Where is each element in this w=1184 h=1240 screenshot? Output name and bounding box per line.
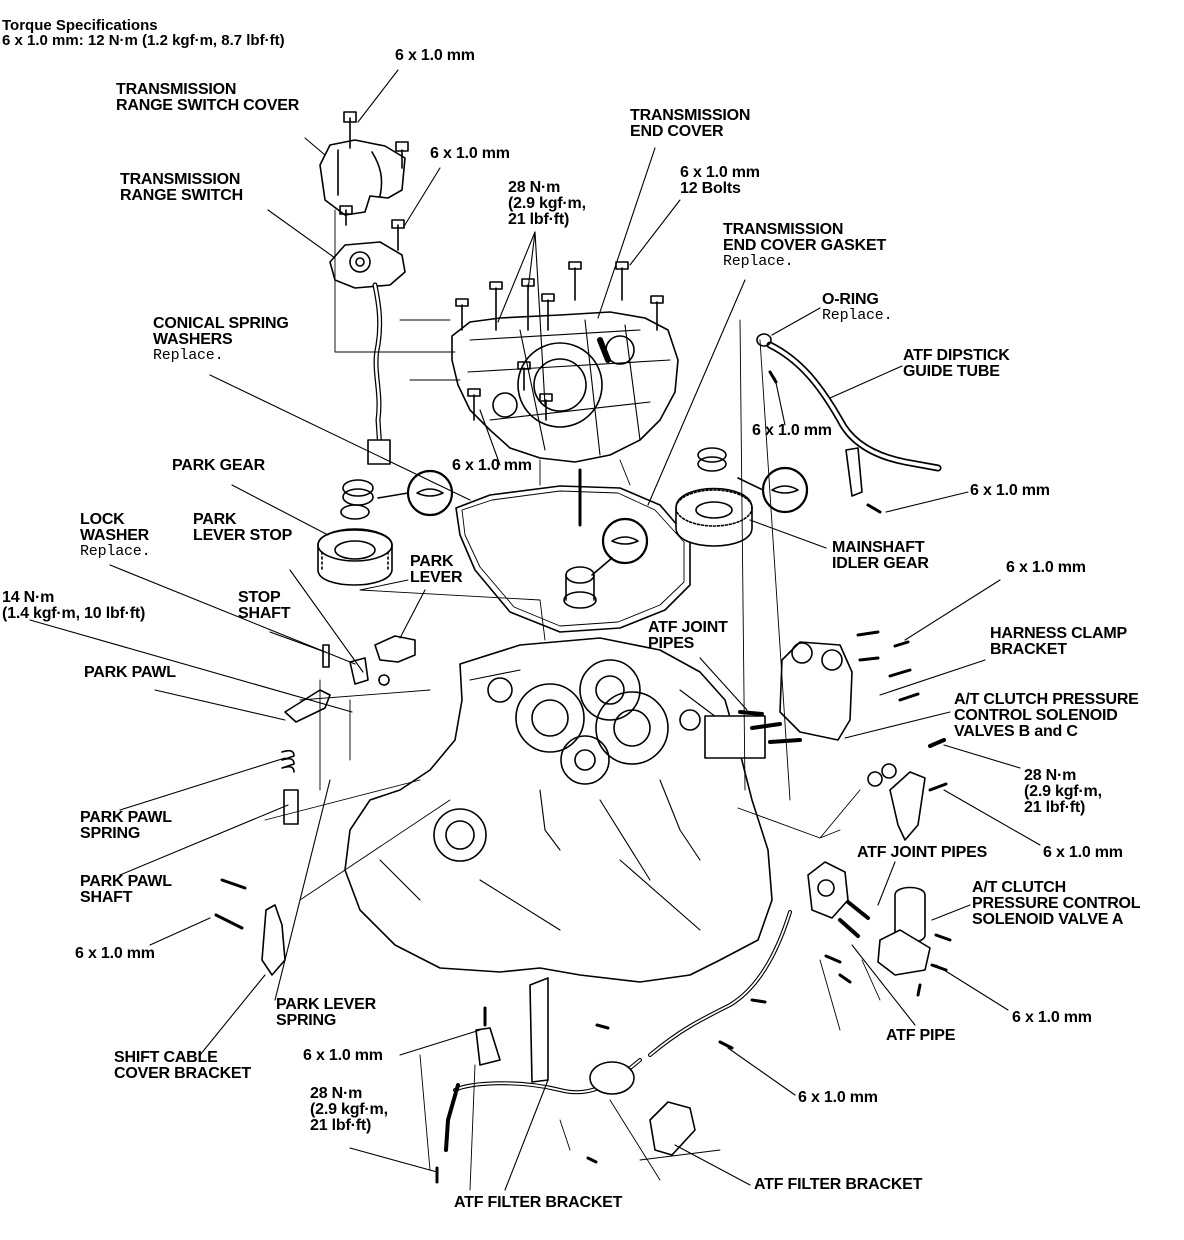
label-park-lever-spring: PARK LEVER SPRING [276, 996, 376, 1029]
label-park-lever-stop: PARK LEVER STOP [193, 511, 293, 544]
o-ring-name: O-RING [822, 291, 879, 308]
label-bolt-6x1: 6 x 1.0 mm [970, 482, 1050, 499]
label-park-pawl-shaft: PARK PAWL SHAFT [80, 873, 172, 906]
label-end-cover-bolts: 6 x 1.0 mm 12 Bolts [680, 164, 760, 197]
lock-washer-name: LOCK WASHER [80, 511, 150, 544]
transmission-case-part [344, 637, 773, 983]
label-range-switch: TRANSMISSION RANGE SWITCH [120, 171, 243, 204]
label-bolt-6x1: 6 x 1.0 mm [1012, 1009, 1092, 1026]
range-switch-cover-part [319, 111, 409, 226]
label-bolt-6x1: 6 x 1.0 mm [303, 1047, 383, 1064]
end-cover-gasket-note: Replace. [723, 253, 794, 270]
end-cover-part [451, 261, 679, 463]
label-park-gear: PARK GEAR [172, 457, 266, 474]
label-bolt-6x1: 6 x 1.0 mm [430, 145, 510, 162]
atf-pipe-filter-part [435, 910, 792, 1184]
park-gear-part [317, 479, 393, 586]
label-park-pawl-spring: PARK PAWL SPRING [80, 809, 172, 842]
range-switch-part [329, 219, 406, 465]
label-bolt-6x1: 6 x 1.0 mm [75, 945, 155, 962]
label-solenoid-bc: A/T CLUTCH PRESSURE CONTROL SOLENOID VAL… [954, 691, 1139, 740]
label-harness-clamp: HARNESS CLAMP BRACKET [990, 625, 1127, 658]
label-dipstick-tube: ATF DIPSTICK GUIDE TUBE [903, 347, 1010, 380]
label-range-switch-cover: TRANSMISSION RANGE SWITCH COVER [116, 81, 300, 114]
washer-detail-circles [377, 466, 809, 576]
end-cover-gasket-part [455, 468, 691, 633]
label-atf-filter-bracket: ATF FILTER BRACKET [754, 1176, 923, 1193]
label-atf-pipe: ATF PIPE [886, 1027, 956, 1044]
label-torque-28: 28 N·m (2.9 kgf·m, 21 lbf·ft) [310, 1085, 388, 1134]
solenoid-bc-part [704, 630, 920, 759]
label-park-pawl: PARK PAWL [84, 664, 176, 681]
label-torque-28: 28 N·m (2.9 kgf·m, 21 lbf·ft) [1024, 767, 1102, 816]
conical-washers-name: CONICAL SPRING WASHERS [153, 315, 289, 348]
label-bolt-6x1: 6 x 1.0 mm [452, 457, 532, 474]
mainshaft-idler-gear-part [675, 447, 753, 547]
label-torque-28: 28 N·m (2.9 kgf·m, 21 lbf·ft) [508, 179, 586, 228]
label-park-lever: PARK LEVER [410, 553, 463, 586]
label-solenoid-a: A/T CLUTCH PRESSURE CONTROL SOLENOID VAL… [972, 879, 1141, 928]
alignment-lines [264, 209, 881, 1191]
torque-spec-value: 6 x 1.0 mm: 12 N·m (1.2 kgf·m, 8.7 lbf·f… [2, 32, 285, 49]
o-ring-note: Replace. [822, 307, 893, 324]
seal-part [563, 566, 597, 609]
label-shift-cable-bracket: SHIFT CABLE COVER BRACKET [114, 1049, 251, 1082]
label-bolt-6x1: 6 x 1.0 mm [1006, 559, 1086, 576]
harness-bracket-part [867, 738, 948, 841]
label-bolt-6x1: 6 x 1.0 mm [798, 1089, 878, 1106]
label-bolt-6x1: 6 x 1.0 mm [752, 422, 832, 439]
leader-lines [29, 69, 1041, 1191]
torque-spec-title: Torque Specifications [2, 17, 158, 34]
label-bolt-6x1: 6 x 1.0 mm [395, 47, 475, 64]
dipstick-tube-part [756, 333, 942, 514]
conical-washers-note: Replace. [153, 347, 224, 364]
solenoid-a-part [807, 861, 952, 976]
label-mainshaft-idler: MAINSHAFT IDLER GEAR [832, 539, 929, 572]
park-pawl-assembly [214, 635, 416, 976]
label-atf-joint-pipes: ATF JOINT PIPES [857, 844, 988, 861]
label-stop-shaft: STOP SHAFT [238, 589, 291, 622]
lock-washer-note: Replace. [80, 543, 151, 560]
label-atf-filter-bracket: ATF FILTER BRACKET [454, 1194, 623, 1211]
misc-bolts [586, 954, 922, 1164]
label-bolt-6x1: 6 x 1.0 mm [1043, 844, 1123, 861]
end-cover-gasket-name: TRANSMISSION END COVER GASKET [723, 221, 887, 254]
label-torque-14: 14 N·m (1.4 kgf·m, 10 lbf·ft) [2, 589, 146, 622]
label-atf-joint-pipes: ATF JOINT PIPES [648, 619, 728, 652]
label-end-cover: TRANSMISSION END COVER [630, 107, 751, 140]
